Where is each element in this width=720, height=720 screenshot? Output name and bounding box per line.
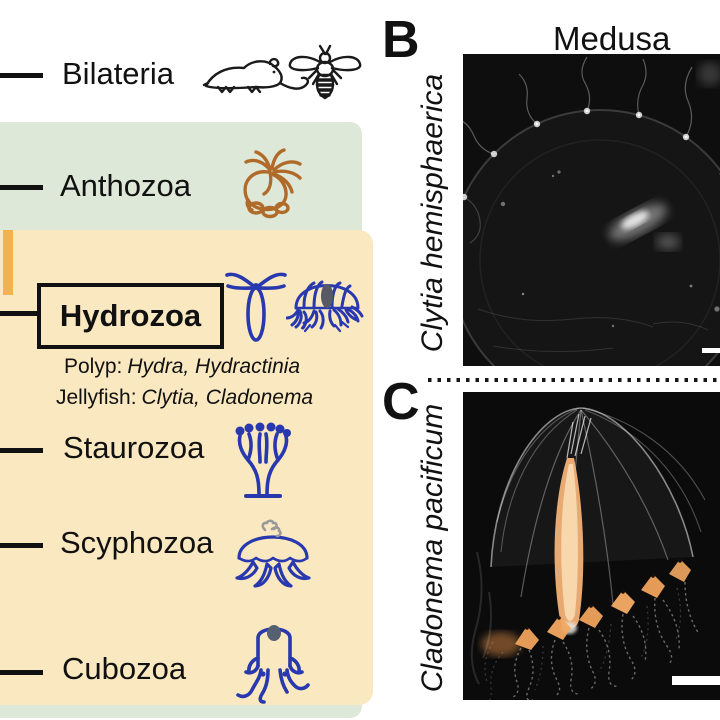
hydrozoa-highlight-box: Hydrozoa [37, 283, 224, 349]
taxon-label-hydrozoa: Hydrozoa [59, 298, 202, 333]
cubozoa-icon [228, 618, 320, 704]
note-prefix-jellyfish: Jellyfish: [56, 386, 137, 409]
note-genera-polyp: Hydra, Hydractinia [127, 355, 301, 378]
medusa-column-title: Medusa [553, 20, 671, 57]
staurozoa-icon [222, 420, 304, 500]
species-label-clytia: Clytia hemisphaerica [416, 73, 449, 353]
mouse-icon [200, 50, 312, 98]
branch-staurozoa [0, 448, 43, 453]
panel-separator-dotted-line [428, 378, 720, 382]
photo-cladonema-medusa [463, 392, 720, 700]
species-label-cladonema: Cladonema pacificum [416, 403, 449, 693]
branch-scyphozoa [0, 543, 43, 548]
photo-clytia-medusa [463, 54, 720, 366]
scale-bar-c [672, 676, 720, 685]
taxon-label-bilateria: Bilateria [62, 56, 174, 91]
hydromedusa-icon [286, 268, 368, 350]
panel-b-letter: B [382, 11, 420, 69]
scale-bar-b [702, 348, 720, 353]
branch-hydrozoa [0, 311, 37, 316]
branch-cubozoa [0, 670, 43, 675]
taxon-label-cubozoa: Cubozoa [62, 651, 187, 686]
branch-bilateria [0, 73, 43, 78]
bee-icon [286, 40, 364, 104]
panel-c-letter: C [382, 373, 420, 431]
taxon-label-anthozoa: Anthozoa [60, 168, 191, 203]
taxon-label-scyphozoa: Scyphozoa [60, 525, 214, 560]
note-genera-jellyfish: Clytia, Cladonema [141, 386, 314, 409]
hydra-polyp-icon [224, 262, 288, 346]
branch-anthozoa [0, 185, 43, 190]
taxon-label-staurozoa: Staurozoa [63, 430, 205, 465]
scyphozoa-icon [231, 518, 315, 592]
hydrozoa-note-polyp: Polyp:Hydra, Hydractinia [64, 356, 300, 377]
note-prefix-polyp: Polyp: [64, 355, 123, 378]
hydrozoa-note-jellyfish: Jellyfish:Clytia, Cladonema [56, 387, 313, 408]
coral-icon [220, 146, 308, 224]
highlighted-branch-bar [3, 230, 13, 295]
